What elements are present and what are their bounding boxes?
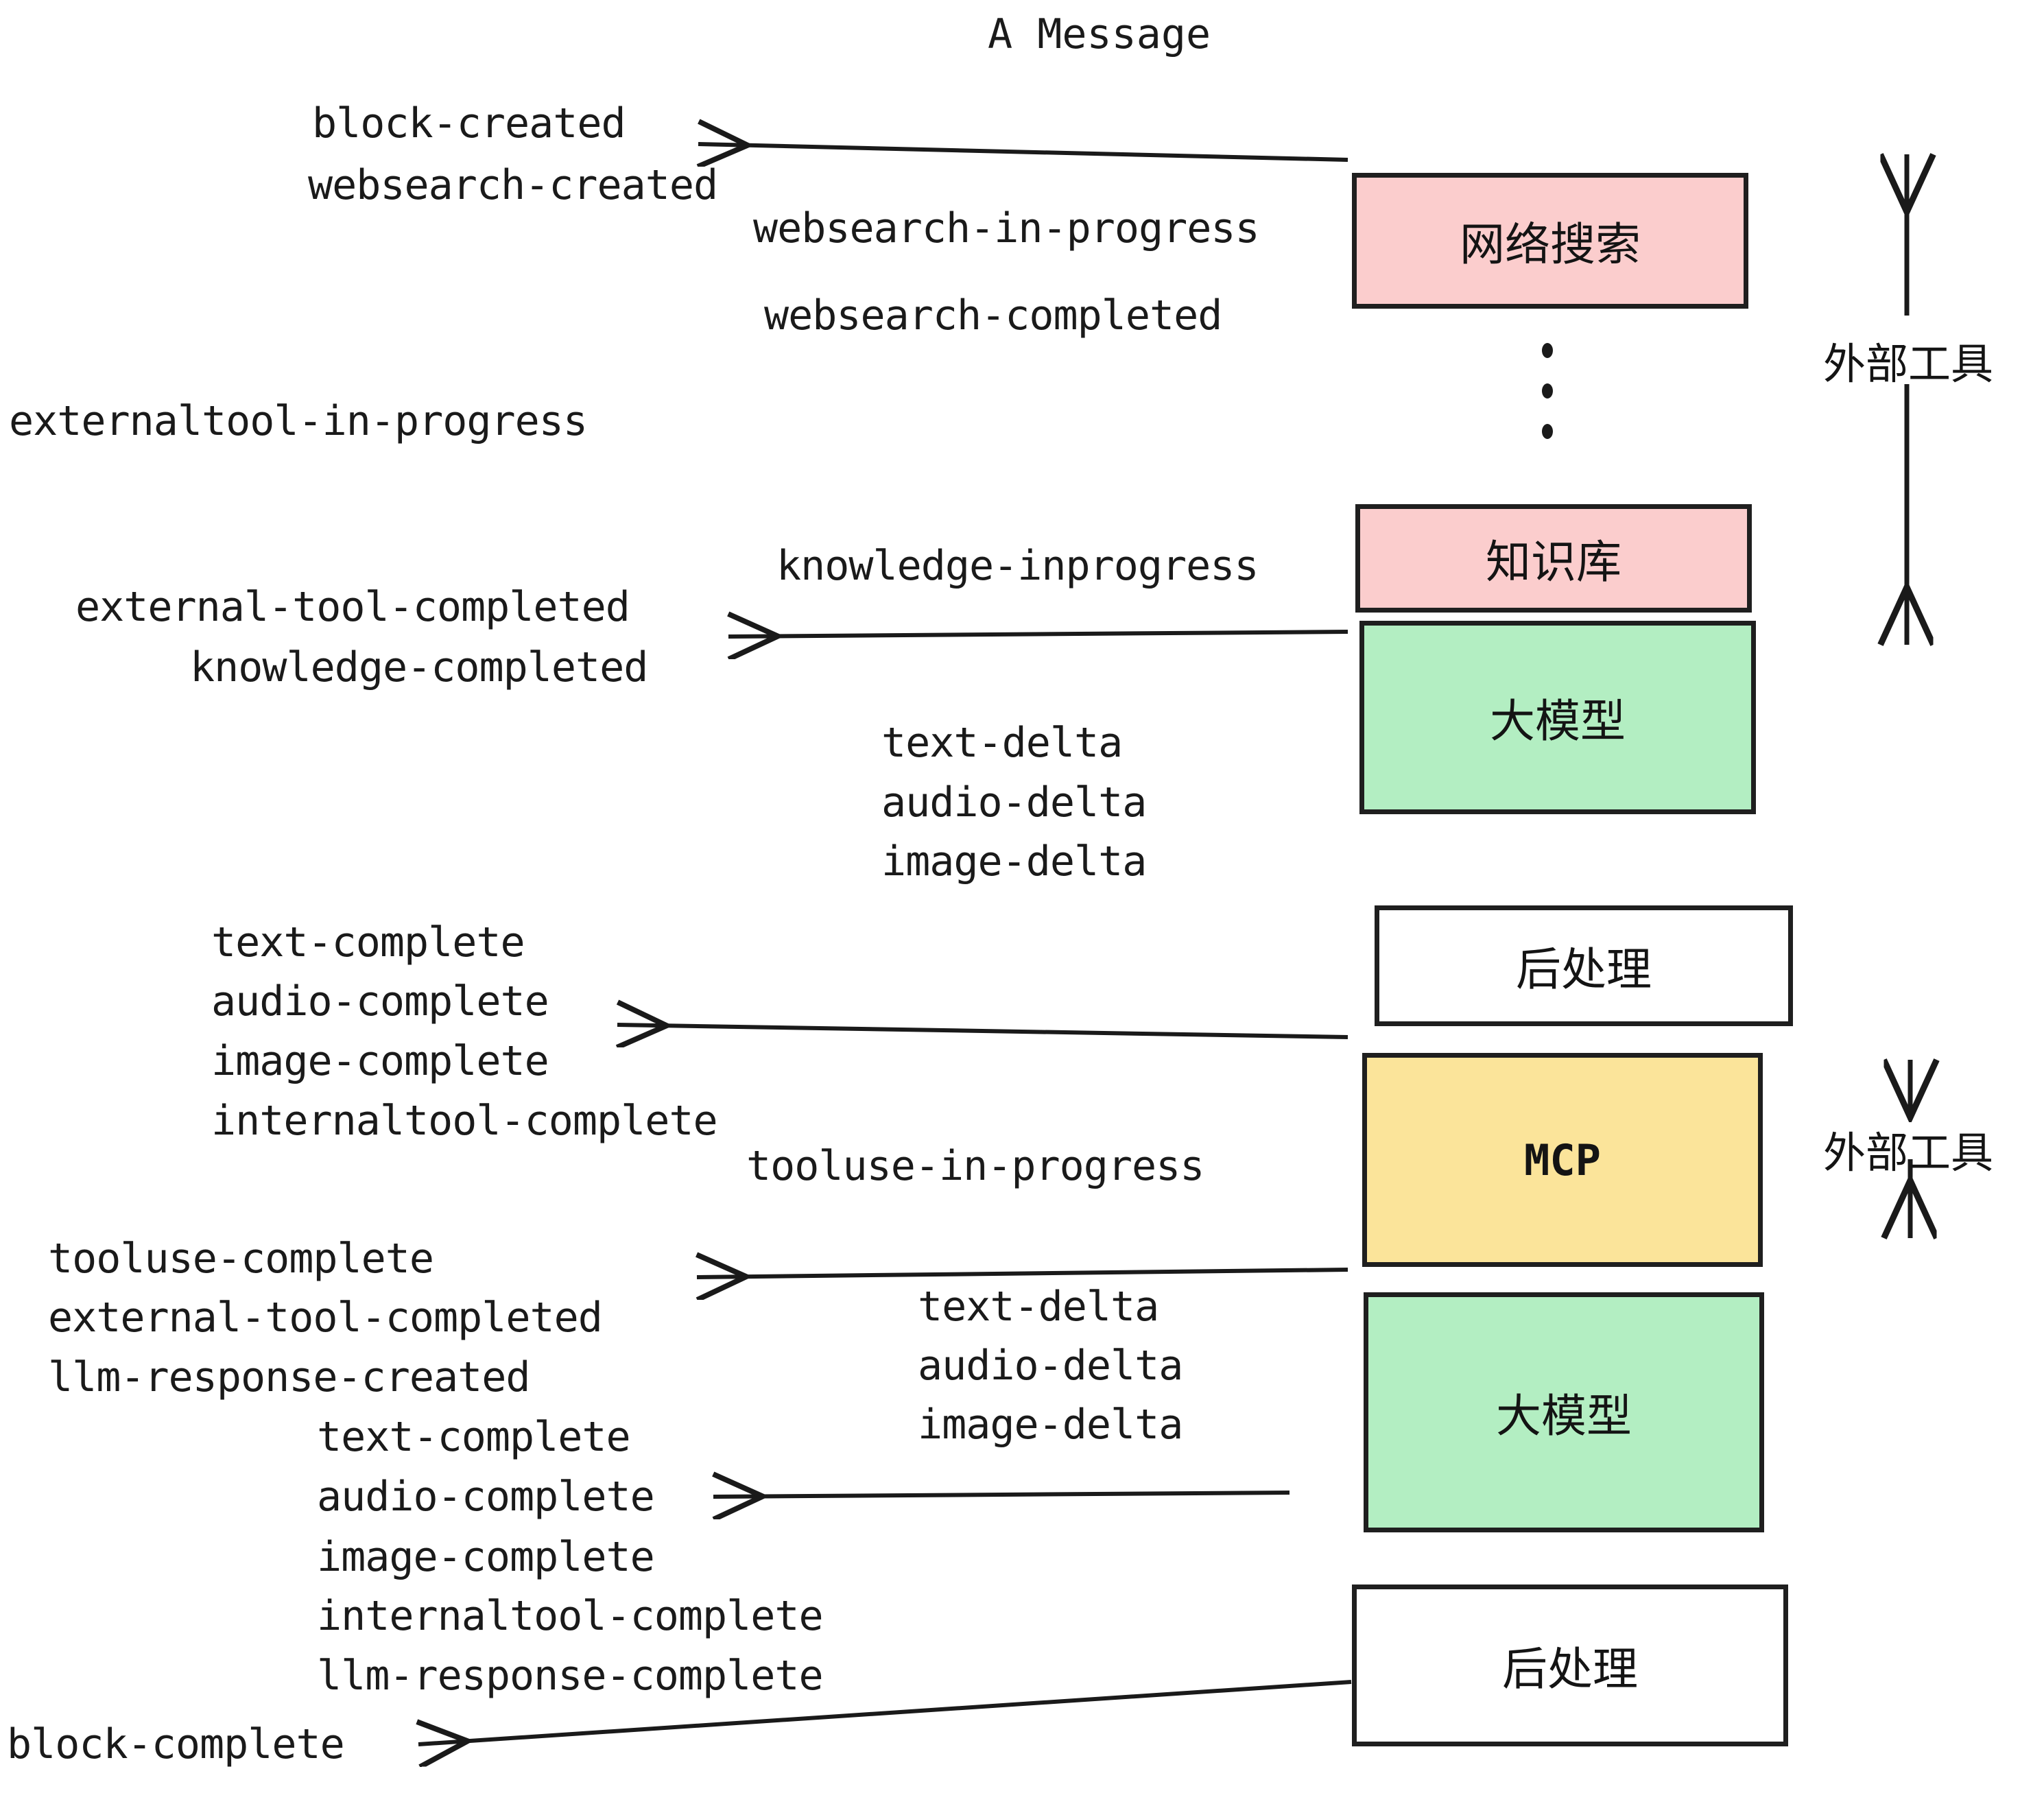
page-title: A Message [988,10,1211,58]
label-external-tools-bottom: 外部工具 [1823,1128,1994,1178]
box-label: 后处理 [1502,1643,1638,1696]
event-text-complete-2: text-complete [317,1413,631,1461]
event-internaltool-complete-1: internaltool-complete [211,1097,718,1145]
box-websearch[interactable]: 网络搜索 [1352,173,1748,309]
event-text-delta-2: text-delta [918,1283,1159,1331]
box-label: 网络搜索 [1460,218,1641,271]
box-label: 知识库 [1486,536,1621,589]
arrow-knowledge-to-left [728,632,1348,637]
arrow-websearch-to-block [698,144,1348,160]
event-websearch-in-progress: websearch-in-progress [753,204,1260,252]
ellipsis-dot [1542,383,1553,399]
event-internaltool-complete-2: internaltool-complete [317,1592,824,1640]
event-websearch-created: websearch-created [308,161,718,209]
box-label: 后处理 [1516,943,1652,996]
event-block-complete: block-complete [7,1720,345,1768]
event-image-complete-2: image-complete [317,1533,655,1581]
event-tooluse-in-progress: tooluse-in-progress [746,1142,1204,1190]
box-label: MCP [1524,1135,1601,1185]
box-postprocess-2[interactable]: 后处理 [1352,1585,1788,1746]
event-external-tool-completed-2: external-tool-completed [48,1294,603,1342]
event-audio-delta-1: audio-delta [881,779,1147,827]
event-audio-complete-2: audio-complete [317,1473,655,1521]
arrow-postproc1-to-left [617,1025,1348,1037]
box-postprocess-1[interactable]: 后处理 [1375,905,1793,1026]
box-knowledge[interactable]: 知识库 [1355,504,1752,613]
arrow-llm2-to-left [713,1493,1290,1497]
box-llm-1[interactable]: 大模型 [1359,621,1756,814]
event-llm-response-created: llm-response-created [48,1353,530,1401]
ellipsis-dot [1542,424,1553,439]
event-text-delta-1: text-delta [881,719,1123,767]
external-tool-arrows [1907,154,1910,1238]
box-label: 大模型 [1490,695,1626,748]
event-audio-delta-2: audio-delta [918,1342,1183,1390]
event-tooluse-complete: tooluse-complete [48,1235,434,1283]
box-mcp[interactable]: MCP [1362,1053,1763,1267]
event-websearch-completed: websearch-completed [764,292,1222,340]
ellipsis-dot [1542,343,1553,358]
vertical-ellipsis-icon [1542,343,1553,439]
event-block-created: block-created [312,99,626,147]
box-llm-2[interactable]: 大模型 [1364,1292,1764,1532]
event-text-complete-1: text-complete [211,918,525,966]
event-image-complete-1: image-complete [211,1037,549,1085]
event-image-delta-1: image-delta [881,838,1147,886]
arrow-mcp-to-left [697,1270,1348,1277]
label-external-tools-top: 外部工具 [1823,339,1994,389]
event-external-tool-completed-1: external-tool-completed [75,583,630,631]
event-llm-response-complete: llm-response-complete [317,1652,824,1700]
event-image-delta-2: image-delta [918,1401,1183,1449]
event-knowledge-inprogress: knowledge-inprogress [776,542,1259,590]
event-externaltool-in-progress: externaltool-in-progress [9,397,588,445]
event-audio-complete-1: audio-complete [211,977,549,1025]
event-knowledge-completed: knowledge-completed [190,643,648,691]
box-label: 大模型 [1496,1390,1632,1443]
